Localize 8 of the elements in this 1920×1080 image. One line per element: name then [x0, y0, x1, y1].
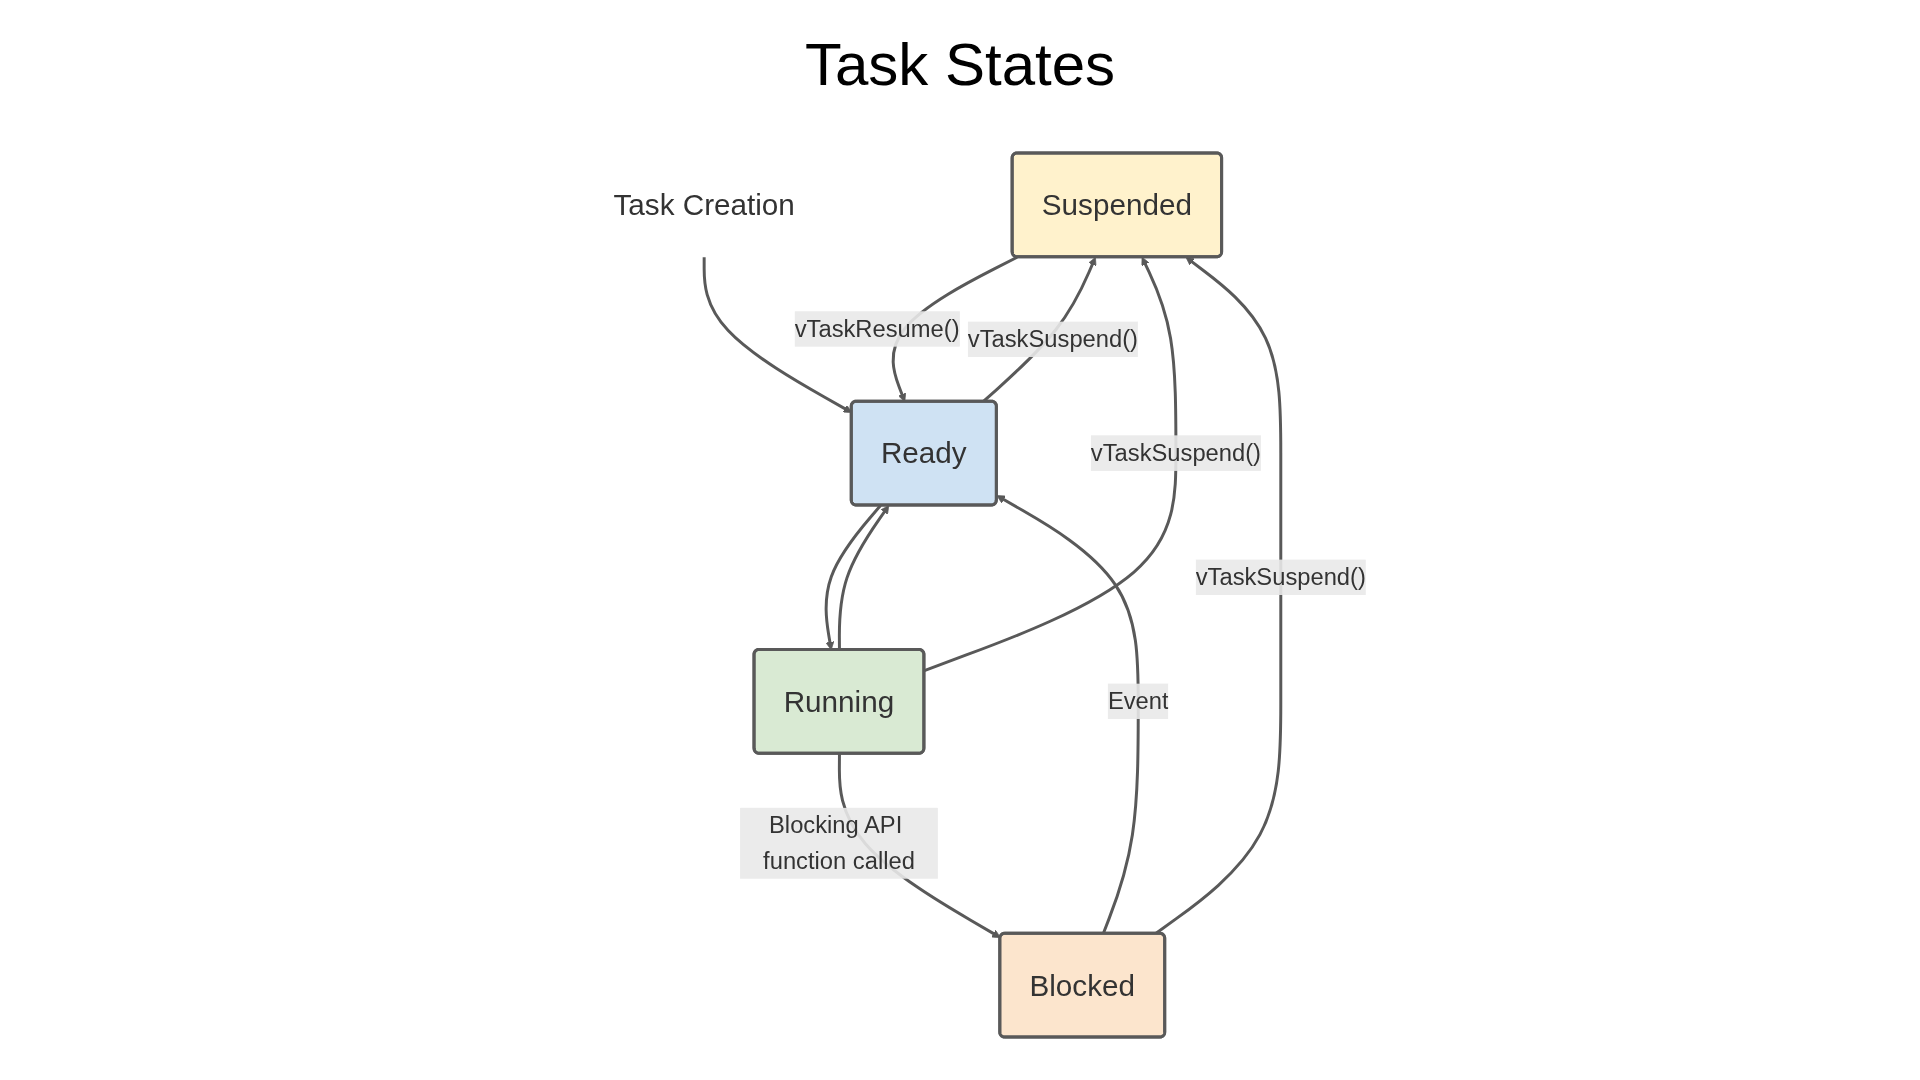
edge-label: vTaskResume()	[794, 314, 960, 342]
edge-label: vTaskSuspend()	[967, 324, 1138, 352]
edge-label: vTaskSuspend()	[1090, 438, 1262, 466]
edge-label: Blocking API function called	[763, 811, 915, 874]
diagram-title: Task States	[804, 30, 1116, 99]
edge-label: vTaskSuspend()	[1195, 562, 1366, 590]
node-text: Task Creation	[613, 188, 795, 221]
edge-label: Event	[1107, 686, 1169, 714]
